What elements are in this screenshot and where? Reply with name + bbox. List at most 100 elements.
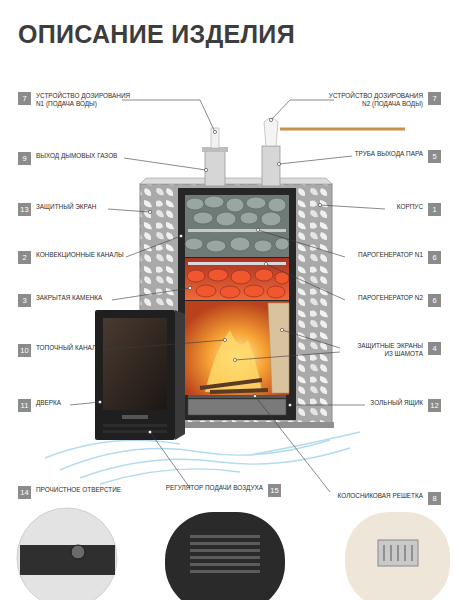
grate-bar xyxy=(411,545,412,561)
leader-line xyxy=(108,209,150,212)
part-name: ТРУБА ВЫХОДА ПАРА xyxy=(355,150,423,158)
grate xyxy=(188,395,286,398)
logs xyxy=(200,380,268,392)
stone xyxy=(208,269,228,281)
stone xyxy=(244,285,264,297)
stone xyxy=(261,212,281,226)
leader-line xyxy=(282,330,340,348)
log xyxy=(200,380,262,388)
grille-slot xyxy=(190,570,260,573)
leader-dot xyxy=(280,328,283,331)
callout-number: 12 xyxy=(428,399,441,412)
wooden-handle xyxy=(280,128,405,131)
stone xyxy=(226,198,244,212)
callout-badge: 10ТОПОЧНЫЙ КАНАЛ xyxy=(18,344,31,357)
stone xyxy=(185,238,203,250)
photo-grille xyxy=(190,535,260,573)
callout-number: 4 xyxy=(428,342,441,355)
stone xyxy=(186,198,204,210)
air-regulator xyxy=(103,424,167,433)
leader-line xyxy=(126,236,181,257)
leader-dot xyxy=(264,262,267,265)
chamotte-screen xyxy=(268,303,289,393)
callout-number: 11 xyxy=(18,399,31,412)
leader-line xyxy=(290,405,365,406)
photo-air-regulator xyxy=(165,512,285,600)
callout-number: 10 xyxy=(18,344,31,357)
callout-badge: 11ДВЕРКА xyxy=(18,399,31,412)
grate-bar xyxy=(404,545,405,561)
leader-dot xyxy=(277,162,280,165)
doser-right xyxy=(264,118,278,146)
steam-pipe xyxy=(262,146,280,186)
photo-grate xyxy=(345,512,450,600)
stone-chamber xyxy=(185,195,289,257)
leader-line xyxy=(235,352,340,360)
part-name: ЗАЩИТНЫЙ ЭКРАН xyxy=(36,203,96,211)
leader-line xyxy=(124,158,206,170)
airflow-line xyxy=(45,440,180,458)
leader-line xyxy=(320,205,385,209)
callout-badge: 5ТРУБА ВЫХОДА ПАРА xyxy=(428,150,441,163)
leader-dots xyxy=(98,118,321,433)
callout-badge: 9ВЫХОД ДЫМОВЫХ ГАЗОВ xyxy=(18,152,31,165)
callout-number: 9 xyxy=(18,152,31,165)
grille-slot xyxy=(190,549,260,552)
part-name: КОЛОСНИКОВАЯ РЕШЕТКА xyxy=(338,492,423,500)
grille-slot xyxy=(190,556,260,559)
steam-generator-tray xyxy=(188,229,286,232)
photo-hole xyxy=(71,545,85,559)
part-name: УСТРОЙСТВО ДОЗИРОВАНИЯ N2 (ПОДАЧА ВОДЫ) xyxy=(319,92,423,108)
part-name: ТОПОЧНЫЙ КАНАЛ xyxy=(36,344,96,352)
part-name: ЗАКРЫТАЯ КАМЕНКА xyxy=(36,294,102,302)
part-name: ПРОЧИСТНОЕ ОТВЕРСТИЕ xyxy=(36,486,121,494)
callout-badge: 15РЕГУЛЯТОР ПОДАЧИ ВОЗДУХА xyxy=(268,484,281,497)
part-name: КОРПУС xyxy=(397,203,423,211)
part-name: ЗОЛЬНЫЙ ЯЩИК xyxy=(370,399,423,407)
doser-left xyxy=(211,128,219,148)
stones xyxy=(185,196,289,252)
callout-number: 5 xyxy=(428,150,441,163)
air-slot xyxy=(103,430,167,433)
inner-frame xyxy=(178,188,296,420)
callout-badge: 13ЗАЩИТНЫЙ ЭКРАН xyxy=(18,203,31,216)
air-slot xyxy=(103,424,167,427)
leader-dot xyxy=(223,338,226,341)
grate-bar xyxy=(390,545,391,561)
callout-number: 1 xyxy=(428,203,441,216)
part-name: ЗАЩИТНЫЕ ЭКРАНЫ ИЗ ШАМОТА xyxy=(351,342,423,358)
grille-slot xyxy=(190,542,260,545)
callout-badge: 14ПРОЧИСТНОЕ ОТВЕРСТИЕ xyxy=(18,486,31,499)
callout-number: 14 xyxy=(18,486,31,499)
stone xyxy=(246,197,266,209)
stone xyxy=(220,286,240,298)
stone xyxy=(206,240,226,252)
callout-number: 6 xyxy=(428,251,441,264)
door-glass xyxy=(103,318,167,410)
log xyxy=(210,390,268,392)
stone xyxy=(267,286,285,298)
callout-badge: 12ЗОЛЬНЫЙ ЯЩИК xyxy=(428,399,441,412)
hot-stones xyxy=(187,269,289,298)
page-title: ОПИСАНИЕ ИЗДЕЛИЯ xyxy=(18,20,295,49)
airflow-line xyxy=(250,432,360,455)
stone xyxy=(193,212,213,224)
leader-dot xyxy=(179,234,182,237)
leader-dot xyxy=(269,118,272,121)
leader-line xyxy=(258,230,345,257)
ash-box xyxy=(188,399,286,415)
smoke-pipe xyxy=(205,150,225,186)
leader-dot xyxy=(318,203,321,206)
part-name: УСТРОЙСТВО ДОЗИРОВАНИЯ N1 (ПОДАЧА ВОДЫ) xyxy=(36,92,140,108)
grate-plate xyxy=(378,540,418,566)
stone xyxy=(230,237,250,251)
steam-generator-tray xyxy=(188,262,286,265)
airflow-line xyxy=(60,440,330,470)
stone xyxy=(204,196,224,208)
door-side xyxy=(175,310,185,440)
stone xyxy=(268,198,286,212)
leader-line xyxy=(122,100,215,132)
stone xyxy=(216,212,236,226)
part-name: РЕГУЛЯТОР ПОДАЧИ ВОЗДУХА xyxy=(166,484,263,492)
leader-dot xyxy=(148,210,151,213)
